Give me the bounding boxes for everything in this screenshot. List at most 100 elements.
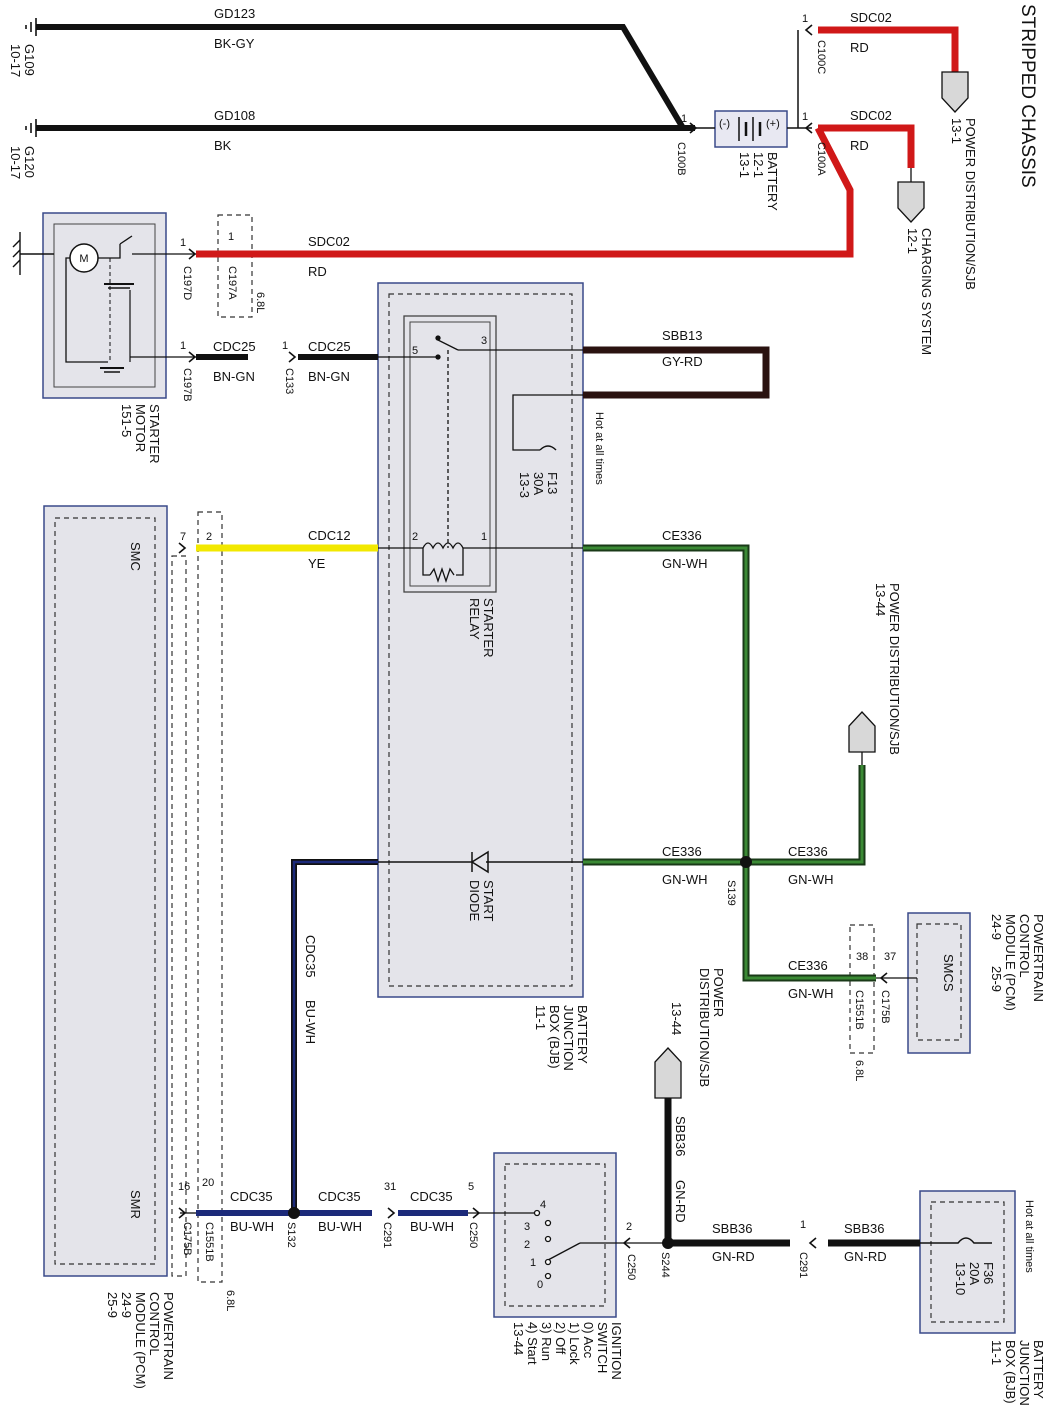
wire-label: CE336 (662, 844, 702, 859)
pcm-name: POWERTRAIN (161, 1292, 176, 1380)
diode-icon (378, 850, 583, 874)
pin-number: 1 (802, 111, 808, 123)
bjb-fuse-name: BOX (BJB) (1003, 1340, 1018, 1404)
splice-label: S139 (725, 880, 737, 906)
pcm-left-box (43, 505, 168, 1277)
wire-color: BU-WH (303, 1000, 318, 1044)
ignition-position: 1) Lock (567, 1322, 582, 1365)
connector-label: C250 (625, 1254, 637, 1280)
ground-g109-id: G109 (22, 44, 37, 76)
connector-label: C250 (467, 1222, 479, 1248)
pin-number: 2 (412, 531, 418, 543)
connector-label: C197A (226, 266, 238, 300)
battery-symbol (714, 110, 788, 148)
wire-color: BU-WH (318, 1219, 362, 1234)
connector-label: C291 (381, 1222, 393, 1248)
bjb-fuse-box (919, 1190, 1016, 1334)
ground-g109-ref: 10-17 (8, 44, 23, 77)
pcm-ref: 25-9 (105, 1292, 120, 1318)
power-distribution-arrow-icon-2 (848, 711, 876, 753)
wire-label: SBB36 (844, 1221, 884, 1236)
diagram-title: STRIPPED CHASSIS (1017, 4, 1038, 188)
hot-at-all-times: Hot at all times (593, 412, 605, 485)
pcm-pin-smr: SMR (128, 1190, 143, 1219)
relay-switch-icon (378, 335, 583, 584)
battery-pos: (+) (766, 118, 780, 130)
start-diode-name: START (481, 880, 496, 921)
starter-relay-name: STARTER (481, 598, 496, 657)
starter-relay-name: RELAY (467, 598, 482, 640)
charging-system-name: CHARGING SYSTEM (919, 228, 934, 355)
power-dist-ref-3: 13-44 (669, 1002, 684, 1035)
wire-sdc02-mid (818, 124, 915, 168)
connector-label: C100B (675, 142, 687, 176)
ignition-pin: 1 (530, 1257, 536, 1269)
bjb-name: BOX (BJB) (547, 1005, 562, 1069)
fuse-f36-id: F36 (981, 1262, 996, 1284)
pcm-ref: 25-9 (989, 966, 1004, 992)
wire-label: CDC25 (213, 339, 256, 354)
fuse-f13-id: F13 (545, 472, 560, 494)
pin-number: 4 (540, 1199, 546, 1211)
pcm-name: POWERTRAIN (1031, 914, 1046, 1002)
power-dist-ref-2: 13-44 (873, 583, 888, 616)
wire-color: GN-RD (673, 1180, 688, 1223)
engine-note: 6.8L (853, 1060, 865, 1081)
power-dist-name-3: POWER (711, 968, 726, 1017)
bjb-fuse-name: BATTERY (1031, 1340, 1046, 1399)
wire-color: BK (214, 138, 232, 153)
ground-icon (25, 18, 37, 36)
connector-label: C175B (879, 990, 891, 1024)
pin-number: 5 (412, 345, 418, 357)
pin-number: 1 (180, 340, 186, 352)
fuse-f36-ref: 13-10 (953, 1262, 968, 1295)
ignition-pin: 2 (524, 1239, 530, 1251)
power-dist-name: POWER DISTRIBUTION/SJB (963, 118, 978, 290)
pin-number: 1 (681, 113, 687, 125)
ground-g120-id: G120 (22, 146, 37, 178)
ignition-switch-contacts (494, 1209, 616, 1280)
bjb-name: BATTERY (575, 1005, 590, 1064)
wire-label: CDC35 (303, 935, 318, 978)
ignition-name: IGNITION (609, 1322, 624, 1380)
wire-label: CDC35 (410, 1189, 453, 1204)
wire-gd123 (36, 24, 686, 130)
engine-note: 6.8L (224, 1290, 236, 1311)
pcm-pin-smcs: SMCS (941, 954, 956, 992)
power-dist-ref: 13-1 (949, 118, 964, 144)
splice-s139 (740, 856, 752, 868)
hot-at-all-times-2: Hot at all times (1023, 1200, 1035, 1273)
charging-system-arrow-icon (897, 181, 925, 223)
ignition-position: 0) Acc (581, 1322, 596, 1359)
pin-number: 7 (180, 531, 186, 543)
wire-label: SBB36 (712, 1221, 752, 1236)
fuse-f13-rating: 30A (531, 472, 546, 495)
ignition-position: 3) Run (539, 1322, 554, 1361)
pin-number: 38 (856, 951, 868, 963)
splice-s132 (288, 1207, 300, 1219)
pcm-ref: 24-9 (989, 914, 1004, 940)
pcm-name: MODULE (PCM) (133, 1292, 148, 1389)
wire-label: CDC25 (308, 339, 351, 354)
chassis-ground-icon (12, 232, 54, 275)
pin-number: 1 (802, 13, 808, 25)
start-diode-name: DIODE (467, 880, 482, 922)
bjb-box (377, 282, 584, 998)
wire-label: SDC02 (850, 10, 892, 25)
bjb-fuse-name: JUNCTION (1017, 1340, 1032, 1406)
pin-number: 3 (481, 335, 487, 347)
starter-motor-box (42, 212, 167, 399)
ignition-name: SWITCH (595, 1322, 610, 1373)
battery-neg: (-) (719, 118, 730, 130)
connector-label: C175B (181, 1222, 193, 1256)
bjb-name: JUNCTION (561, 1005, 576, 1071)
pin-number: 5 (468, 1181, 474, 1193)
pin-number: 1 (282, 340, 288, 352)
motor-icon (65, 235, 196, 373)
pin-number: 2 (626, 1221, 632, 1233)
splice-label: S244 (659, 1252, 671, 1278)
wire-label: SBB13 (662, 328, 702, 343)
wire-color: GY-RD (662, 354, 703, 369)
wire-sdc02-top (818, 26, 959, 72)
wire-color: GN-WH (788, 986, 834, 1001)
